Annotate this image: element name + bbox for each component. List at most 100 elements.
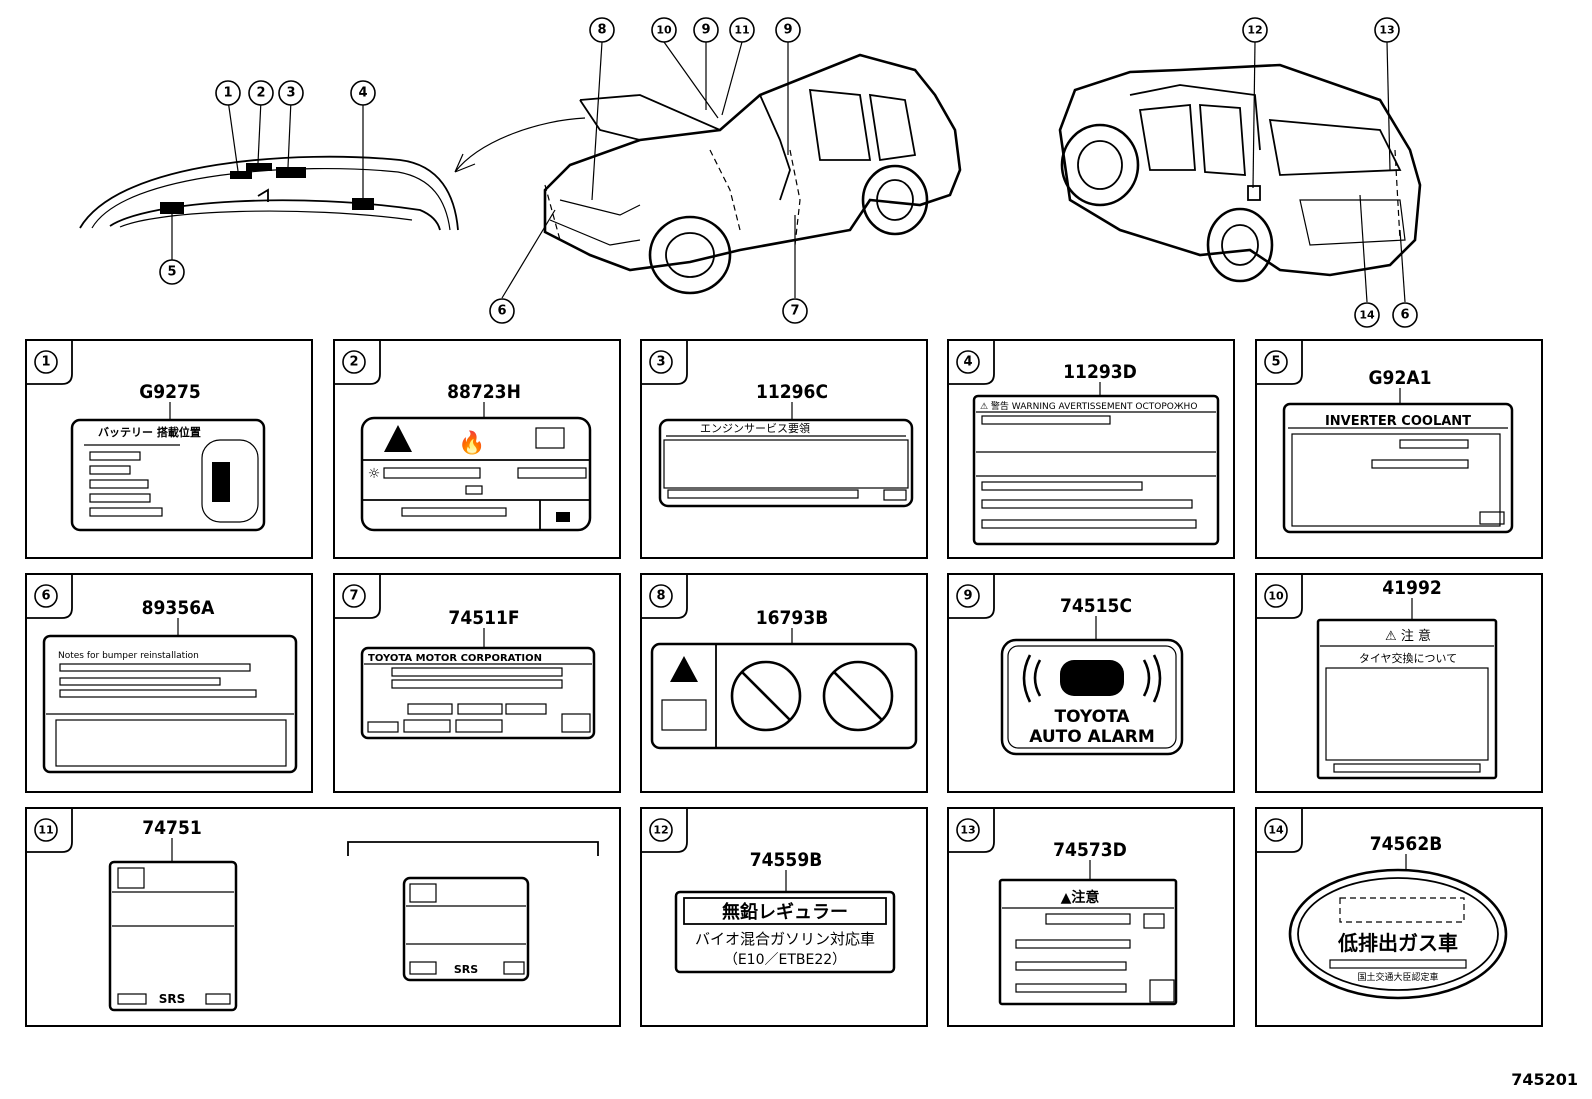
callout-5: 5 xyxy=(159,259,185,285)
rear-car-illustration xyxy=(1058,63,1422,283)
panel-11: 11 74751 SRS SRS xyxy=(25,807,621,1027)
front-car-illustration xyxy=(543,53,962,295)
label-text: ⚠ 警告 WARNING AVERTISSEMENT ОСТОРОЖНО xyxy=(980,400,1197,412)
svg-text:11: 11 xyxy=(38,824,53,837)
label-line2: タイヤ交換について xyxy=(1359,651,1457,665)
part-number: 89356A xyxy=(142,597,215,619)
svg-text:14: 14 xyxy=(1268,824,1284,837)
svg-text:9: 9 xyxy=(963,589,972,604)
svg-text:1: 1 xyxy=(223,86,232,101)
svg-text:5: 5 xyxy=(1271,355,1280,370)
panel-4: 4 11293D ⚠ 警告 WARNING AVERTISSEMENT ОСТО… xyxy=(947,339,1235,559)
panel-6: 6 89356A Notes for bumper reinstallation xyxy=(25,573,313,793)
svg-text:10: 10 xyxy=(656,24,672,37)
panel-5: 5 G92A1 INVERTER COOLANT xyxy=(1255,339,1543,559)
callout-9b: 9 xyxy=(775,17,801,43)
panel-10: 10 41992 ⚠ 注 意 タイヤ交換について xyxy=(1255,573,1543,793)
label-text: バッテリー 搭載位置 xyxy=(98,425,201,439)
panel-3: 3 11296C エンジンサービス要領 xyxy=(640,339,928,559)
part-number: 74573D xyxy=(1053,839,1127,861)
srs-text-2: SRS xyxy=(454,963,478,976)
label-line2: AUTO ALARM xyxy=(1029,727,1155,747)
callout-2: 2 xyxy=(248,80,274,106)
svg-text:2: 2 xyxy=(349,355,358,370)
part-number: 41992 xyxy=(1382,577,1441,599)
sun-icon: ☼ xyxy=(368,466,381,482)
part-number: 16793B xyxy=(756,607,829,629)
callout-13: 13 xyxy=(1374,17,1400,43)
panel-1: 1 G9275 バッテリー 搭載位置 xyxy=(25,339,313,559)
callout-8: 8 xyxy=(589,17,615,43)
panel-8: 8 16793B xyxy=(640,573,928,793)
svg-text:6: 6 xyxy=(1400,308,1409,323)
label-line1: 低排出ガス車 xyxy=(1337,931,1458,955)
part-number: 11293D xyxy=(1063,361,1137,383)
part-number: G92A1 xyxy=(1369,367,1432,389)
svg-text:9: 9 xyxy=(701,23,710,38)
label-line2: 国土交通大臣認定車 xyxy=(1357,971,1438,983)
svg-text:6: 6 xyxy=(497,304,506,319)
callout-9a: 9 xyxy=(693,17,719,43)
callout-10: 10 xyxy=(651,17,677,43)
svg-text:8: 8 xyxy=(656,589,665,604)
svg-text:3: 3 xyxy=(656,355,665,370)
direction-arrow xyxy=(454,117,586,173)
callout-4: 4 xyxy=(350,80,376,106)
svg-text:5: 5 xyxy=(167,265,176,280)
svg-text:13: 13 xyxy=(1379,24,1394,37)
label-line3: （E10／ETBE22） xyxy=(724,952,846,968)
callout-1: 1 xyxy=(215,80,241,106)
part-number: 74751 xyxy=(142,817,201,839)
label-text: TOYOTA MOTOR CORPORATION xyxy=(368,653,542,664)
svg-text:3: 3 xyxy=(286,86,295,101)
svg-text:2: 2 xyxy=(256,86,265,101)
figure-number: 745201 xyxy=(1511,1070,1578,1089)
label-line1: TOYOTA xyxy=(1054,707,1130,727)
label-line1: ⚠ 注 意 xyxy=(1385,628,1431,644)
label-text: Notes for bumper reinstallation xyxy=(58,651,199,661)
part-number: 74515C xyxy=(1060,595,1132,617)
svg-text:14: 14 xyxy=(1359,309,1375,322)
svg-text:12: 12 xyxy=(1247,24,1262,37)
svg-text:13: 13 xyxy=(960,824,975,837)
svg-text:6: 6 xyxy=(41,589,50,604)
panel-2: 2 88723H 🔥 ☼ xyxy=(333,339,621,559)
svg-text:4: 4 xyxy=(963,355,972,370)
svg-text:7: 7 xyxy=(790,304,799,319)
label-line2: バイオ混合ガソリン対応車 xyxy=(695,930,875,948)
part-number: 74559B xyxy=(750,849,823,871)
callout-14: 14 xyxy=(1354,302,1380,328)
svg-text:4: 4 xyxy=(358,86,367,101)
callout-12: 12 xyxy=(1242,17,1268,43)
svg-text:7: 7 xyxy=(349,589,358,604)
callout-11: 11 xyxy=(729,17,755,43)
panel-7: 7 74511F TOYOTA MOTOR CORPORATION xyxy=(333,573,621,793)
part-number: 74562B xyxy=(1370,833,1443,855)
part-number: 74511F xyxy=(448,607,519,629)
svg-text:8: 8 xyxy=(597,23,606,38)
fire-icon: 🔥 xyxy=(458,430,485,456)
panel-14: 14 74562B 低排出ガス車 国土交通大臣認定車 xyxy=(1255,807,1543,1027)
callout-7: 7 xyxy=(782,298,808,324)
panel-12: 12 74559B 無鉛レギュラー バイオ混合ガソリン対応車 （E10／ETBE… xyxy=(640,807,928,1027)
panel-13: 13 74573D ▲注意 xyxy=(947,807,1235,1027)
part-number: G9275 xyxy=(139,381,201,403)
hood-underside-view xyxy=(79,99,459,262)
part-number: 11296C xyxy=(756,381,828,403)
svg-text:11: 11 xyxy=(734,24,749,37)
label-text: ▲注意 xyxy=(1061,889,1100,906)
callout-3: 3 xyxy=(278,80,304,106)
label-text: INVERTER COOLANT xyxy=(1325,414,1471,429)
svg-text:12: 12 xyxy=(653,824,668,837)
svg-text:1: 1 xyxy=(41,355,50,370)
svg-text:10: 10 xyxy=(1268,590,1284,603)
overview-callouts: 1 2 3 4 5 8 10 9 11 9 6 7 12 13 14 6 xyxy=(159,17,1418,328)
callout-6a: 6 xyxy=(489,298,515,324)
label-line1: 無鉛レギュラー xyxy=(722,901,848,923)
part-number: 88723H xyxy=(447,381,521,403)
label-text: エンジンサービス要領 xyxy=(700,421,810,435)
svg-text:9: 9 xyxy=(783,23,792,38)
panel-9: 9 74515C TOYOTA AUTO ALARM xyxy=(947,573,1235,793)
callout-6b: 6 xyxy=(1392,302,1418,328)
